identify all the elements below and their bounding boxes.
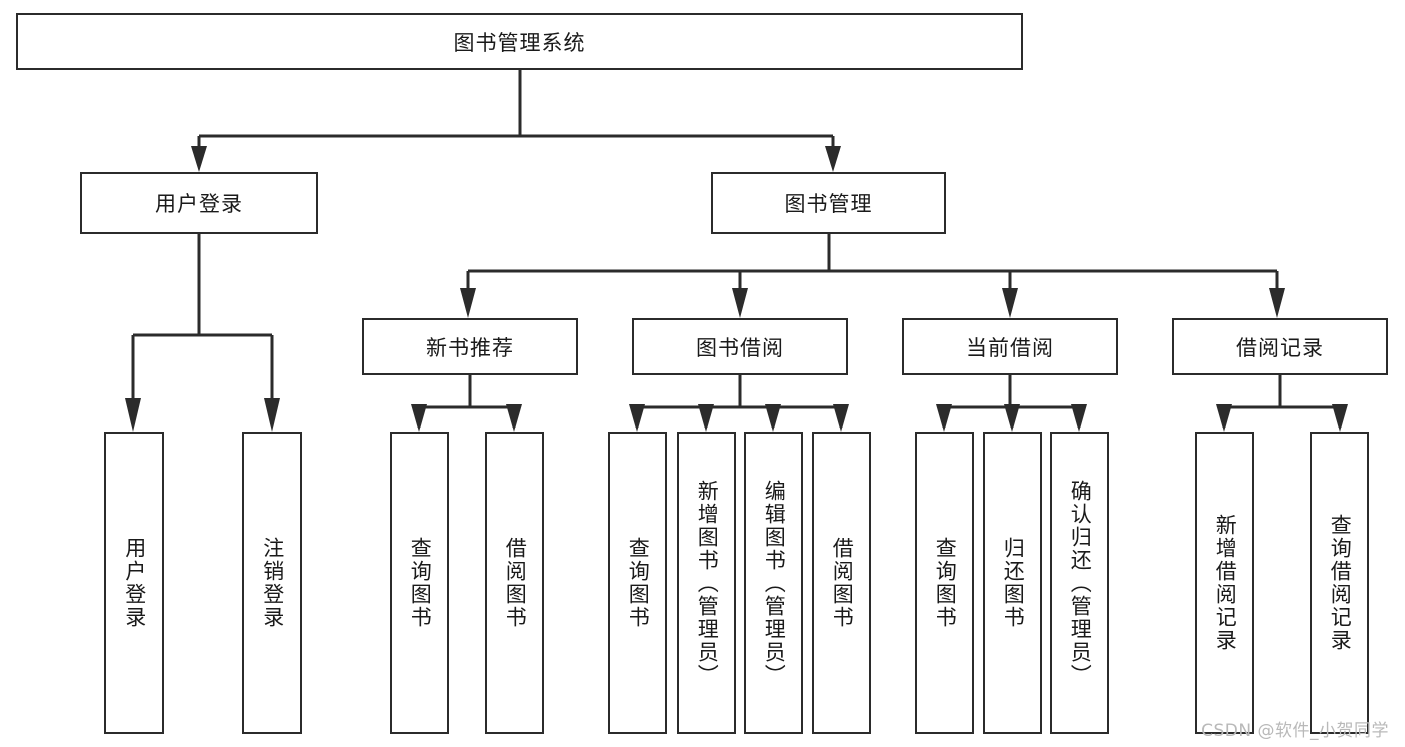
node-label: 新增借阅记录: [1213, 514, 1238, 652]
leaf-add-borrow-record[interactable]: 新增借阅记录: [1195, 432, 1254, 734]
leaf-add-book-admin[interactable]: 新增图书（管理员）: [677, 432, 736, 734]
node-label: 图书借阅: [696, 335, 784, 360]
node-label: 确认归还（管理员）: [1068, 479, 1093, 687]
node-label: 借阅记录: [1236, 335, 1324, 360]
node-borrow-record[interactable]: 借阅记录: [1172, 318, 1388, 375]
leaf-confirm-return-admin[interactable]: 确认归还（管理员）: [1050, 432, 1109, 734]
node-label: 编辑图书（管理员）: [762, 479, 787, 687]
node-label: 查询图书: [626, 537, 651, 629]
node-book-management[interactable]: 图书管理: [711, 172, 946, 234]
leaf-query-borrow-record[interactable]: 查询借阅记录: [1310, 432, 1369, 734]
leaf-borrow-book-recommend[interactable]: 借阅图书: [485, 432, 544, 734]
node-user-login[interactable]: 用户登录: [80, 172, 318, 234]
node-new-book-recommend[interactable]: 新书推荐: [362, 318, 578, 375]
node-label: 图书管理: [784, 192, 873, 216]
leaf-query-book-recommend[interactable]: 查询图书: [390, 432, 449, 734]
node-label: 借阅图书: [830, 537, 855, 629]
node-label: 当前借阅: [966, 335, 1054, 360]
node-book-borrow[interactable]: 图书借阅: [632, 318, 848, 375]
node-label: 查询图书: [408, 537, 433, 629]
node-label: 用户登录: [122, 537, 147, 629]
node-label: 查询借阅记录: [1328, 514, 1353, 652]
leaf-borrow-book[interactable]: 借阅图书: [812, 432, 871, 734]
leaf-query-book-borrow[interactable]: 查询图书: [608, 432, 667, 734]
node-current-borrow[interactable]: 当前借阅: [902, 318, 1118, 375]
node-label: 归还图书: [1001, 537, 1026, 629]
leaf-query-book-current[interactable]: 查询图书: [915, 432, 974, 734]
node-label: 新增图书（管理员）: [695, 479, 720, 687]
node-label: 图书管理系统: [453, 30, 586, 55]
watermark-text: CSDN @软件_小贺同学: [1201, 721, 1389, 741]
leaf-return-book[interactable]: 归还图书: [983, 432, 1042, 734]
node-label: 新书推荐: [426, 335, 514, 360]
leaf-user-login[interactable]: 用户登录: [104, 432, 164, 734]
node-label: 查询图书: [933, 537, 958, 629]
node-label: 借阅图书: [503, 537, 528, 629]
node-label: 用户登录: [155, 192, 243, 216]
leaf-logout-login[interactable]: 注销登录: [242, 432, 302, 734]
node-label: 注销登录: [260, 537, 285, 629]
node-root-book-management-system[interactable]: 图书管理系统: [16, 13, 1023, 70]
leaf-edit-book-admin[interactable]: 编辑图书（管理员）: [744, 432, 803, 734]
